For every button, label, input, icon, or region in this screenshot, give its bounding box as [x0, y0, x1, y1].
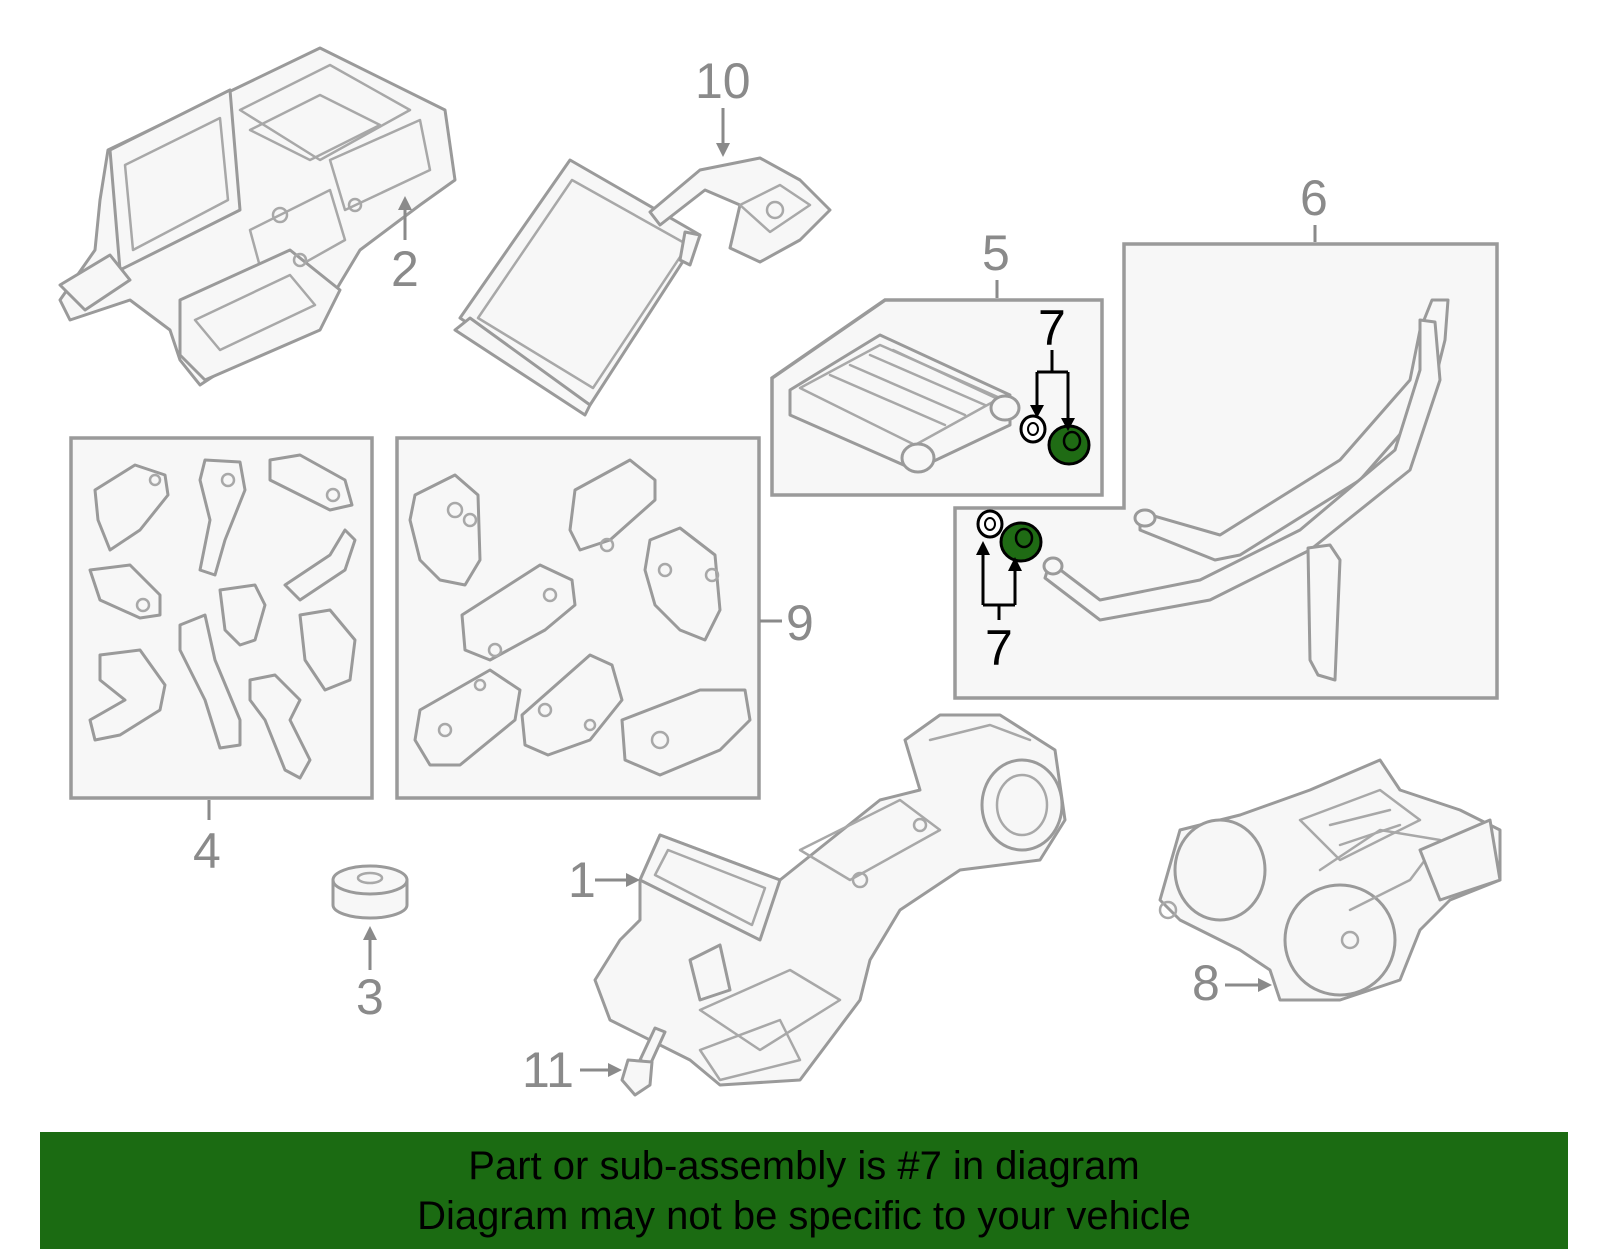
callout-10: 10 — [695, 53, 751, 109]
part-8-blower — [1158, 758, 1502, 1002]
leader-lines — [207, 108, 1317, 1077]
part-11-sensor — [620, 1026, 667, 1097]
part-3-grommet — [331, 864, 409, 920]
callout-7-lower: 7 — [985, 620, 1013, 676]
part-5-core — [788, 333, 1021, 474]
part-2-housing — [58, 46, 457, 387]
part-7-seal-set-b — [976, 509, 1043, 620]
part-6-pipes — [1042, 298, 1450, 682]
part-9-actuators — [408, 458, 752, 777]
part-10-heater-core — [453, 156, 832, 417]
callout-3: 3 — [356, 969, 384, 1025]
info-banner: Part or sub-assembly is #7 in diagram Di… — [40, 1132, 1568, 1249]
banner-line-2: Diagram may not be specific to your vehi… — [417, 1193, 1191, 1238]
callout-11: 11 — [522, 1042, 574, 1098]
callout-5: 5 — [982, 225, 1010, 281]
callout-1: 1 — [568, 852, 596, 908]
callout-2: 2 — [391, 241, 419, 297]
callout-8: 8 — [1192, 955, 1220, 1011]
part-1-housing — [593, 713, 1067, 1087]
part-4-components — [88, 453, 357, 780]
callout-6: 6 — [1300, 170, 1328, 226]
banner-line-1: Part or sub-assembly is #7 in diagram — [468, 1143, 1140, 1188]
callout-4: 4 — [193, 823, 221, 879]
part-7-seal-set-a — [1019, 350, 1091, 466]
callout-9: 9 — [786, 595, 814, 651]
callout-7-upper: 7 — [1038, 300, 1066, 356]
box-6 — [953, 242, 1499, 700]
